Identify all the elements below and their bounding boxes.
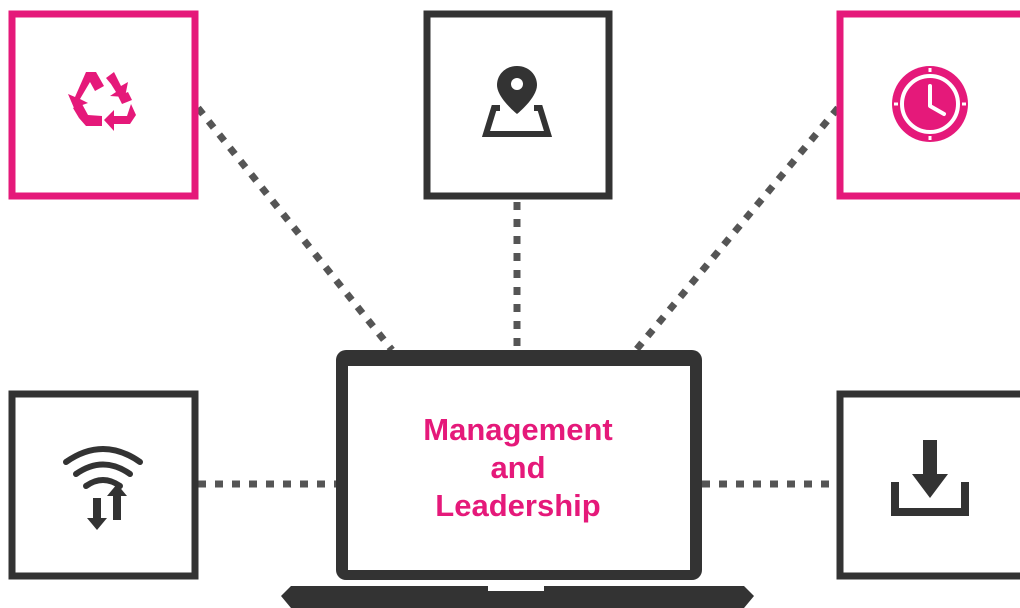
- node-frame: [8, 10, 199, 200]
- laptop-screen: [348, 366, 690, 570]
- connector-top-left: [195, 105, 395, 353]
- clock-icon: [892, 66, 968, 142]
- node-middle-right: [836, 390, 1020, 580]
- recycle-icon: [68, 72, 136, 131]
- download-icon: [891, 440, 969, 516]
- node-top-left: [8, 10, 199, 200]
- laptop-base: [281, 586, 754, 608]
- laptop-trackpad-notch: [488, 586, 544, 591]
- node-top-center: [423, 10, 613, 200]
- connector-top-right: [633, 105, 841, 353]
- center-label-line-3: Leadership: [435, 487, 601, 523]
- center-label-line-2: and: [490, 450, 546, 486]
- node-frame: [8, 390, 199, 580]
- center-label: Management and Leadership: [348, 368, 688, 568]
- laptop: [281, 350, 754, 608]
- center-label-line-1: Management: [423, 412, 613, 448]
- transfer-arrows: [87, 484, 127, 530]
- node-top-right: [836, 10, 1020, 200]
- map-pin-icon: [481, 66, 553, 137]
- node-middle-left: [8, 390, 199, 580]
- connector-lines: [195, 105, 841, 488]
